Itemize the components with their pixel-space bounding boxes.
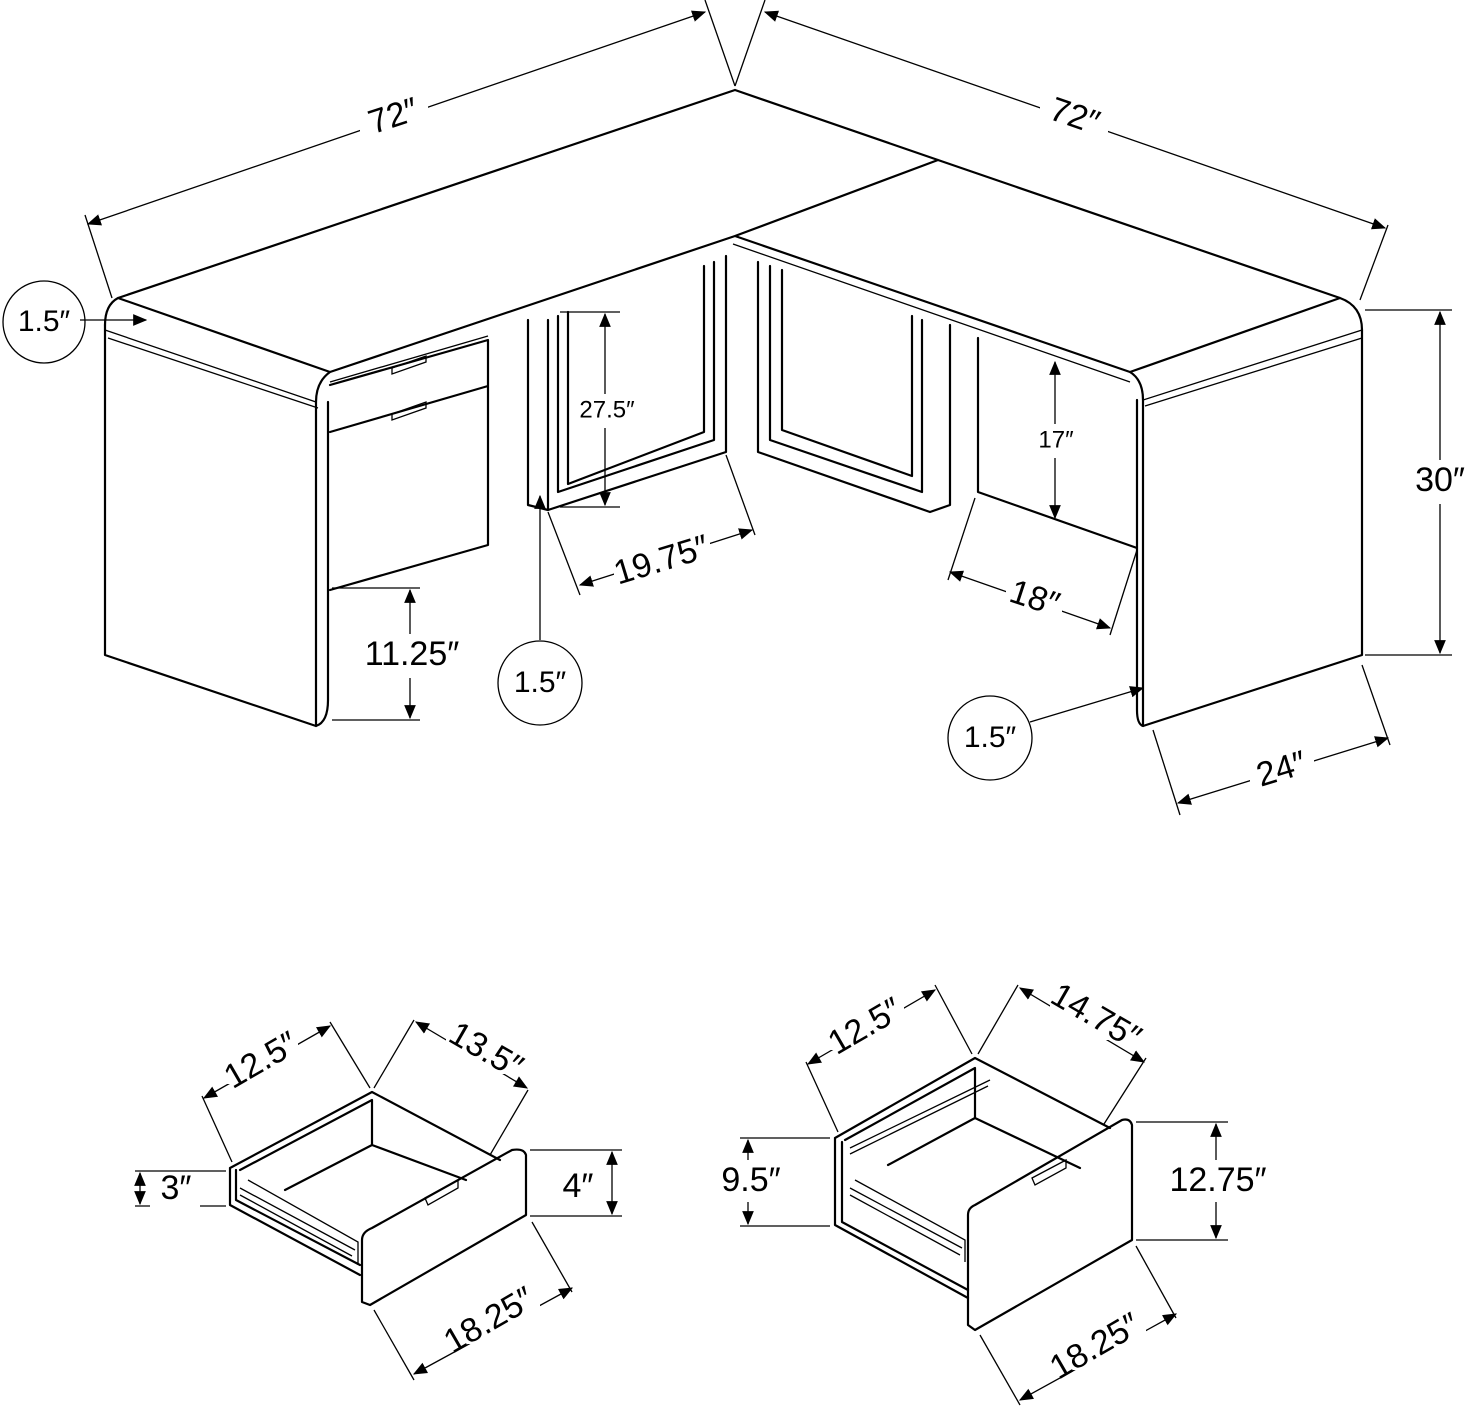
label-panel-thickness-right: 1.5″	[964, 721, 1017, 754]
desk-top-outline	[103, 88, 1364, 404]
label-height: 30″	[1415, 461, 1465, 499]
drawer-handle-1	[391, 355, 427, 375]
small-drawer-drawing	[228, 1090, 528, 1307]
label-large-inner: 9.5″	[721, 1161, 780, 1199]
right-pedestal	[976, 328, 1364, 728]
desk-top-edge	[104, 243, 1363, 409]
kneehole-left-panel	[526, 254, 728, 512]
left-pedestal	[103, 323, 330, 728]
large-drawer-slide	[849, 1179, 966, 1262]
label-large-depth: 14.75″	[1044, 976, 1147, 1057]
small-drawer-front	[360, 1148, 528, 1307]
label-right-opening-height: 17″	[1038, 426, 1074, 453]
large-drawer-rail	[849, 1079, 991, 1155]
left-drawers	[328, 338, 490, 592]
label-top-thickness: 1.5″	[18, 305, 71, 338]
label-small-depth: 13.5″	[443, 1014, 530, 1086]
large-drawer-dimensions	[740, 984, 1228, 1406]
large-drawer-drawing	[833, 1056, 1134, 1332]
small-drawer-handle	[424, 1178, 459, 1206]
small-drawer-labels: 12.5″ 13.5″ 3″ 4″ 18.25″	[150, 1014, 606, 1361]
kneehole-right-panel	[756, 260, 952, 514]
label-large-width: 18.25″	[1043, 1306, 1146, 1387]
small-drawer-dimensions	[134, 1019, 622, 1381]
large-drawer-labels: 12.5″ 14.75″ 9.5″ 12.75″ 18.25″	[718, 976, 1270, 1387]
callout-circle-right	[947, 695, 1033, 781]
label-small-side: 12.5″	[218, 1024, 305, 1096]
large-drawer-handle	[1031, 1158, 1067, 1186]
label-small-width: 18.25″	[437, 1280, 540, 1361]
label-panel-thickness-mid: 1.5″	[514, 666, 567, 699]
label-large-front: 12.75″	[1169, 1161, 1266, 1199]
label-under-drawer: 11.25″	[365, 635, 460, 673]
label-large-side: 12.5″	[822, 990, 909, 1062]
l-desk-drawing	[103, 88, 1364, 728]
desk-labels: 72″ 72″ 30″ 24″ 11.25″ 27.5″ 19.75″ 17″ …	[360, 90, 1468, 795]
thickness-callouts: 1.5″ 1.5″ 1.5″	[2, 280, 1033, 781]
label-small-inner: 3″	[161, 1169, 192, 1207]
small-drawer-slide	[239, 1179, 359, 1265]
callout-circle-mid	[497, 640, 583, 726]
callout-circle-top	[2, 280, 86, 364]
label-kneehole-height: 27.5″	[579, 396, 635, 423]
small-drawer-box	[228, 1090, 502, 1277]
drawer-handle-2	[391, 401, 427, 421]
large-drawer-front	[966, 1118, 1134, 1332]
label-small-front: 4″	[563, 1167, 594, 1205]
